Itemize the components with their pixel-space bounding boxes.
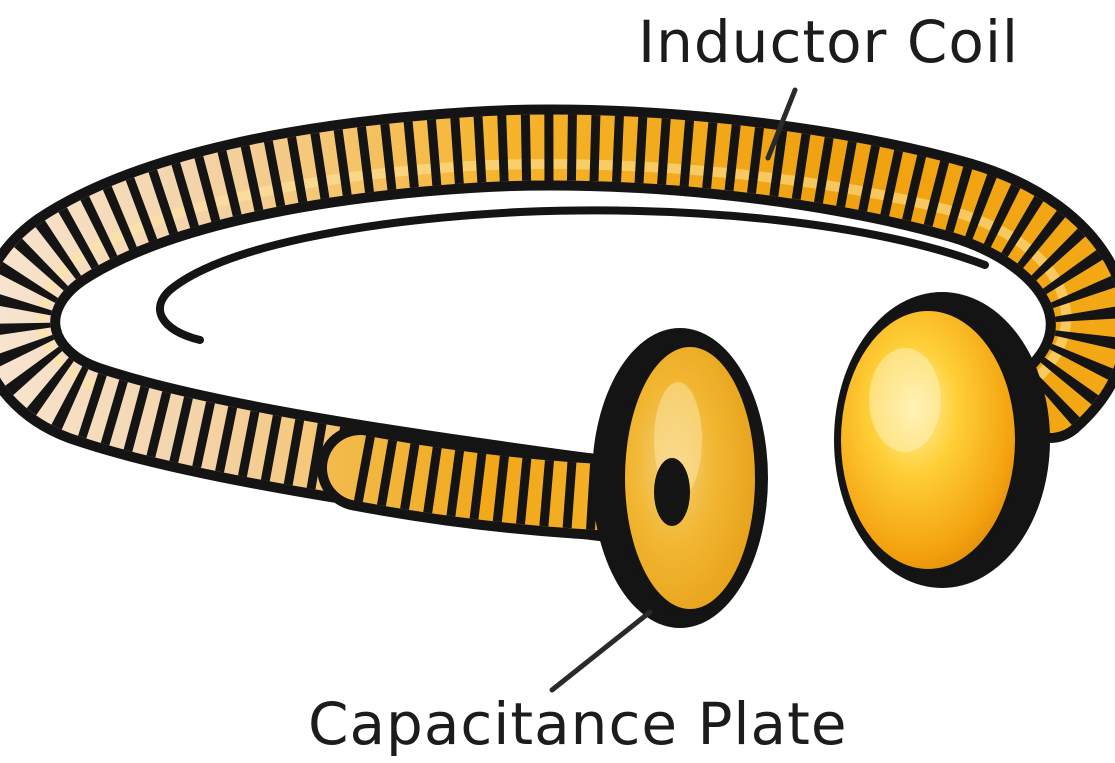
inductor-coil-label: Inductor Coil	[638, 8, 1019, 76]
capacitance-plate-back	[834, 292, 1050, 588]
coil-inner-edge	[160, 210, 985, 340]
capacitance-plate-label: Capacitance Plate	[308, 690, 848, 758]
capacitance-plate-leader-line	[552, 612, 650, 690]
capacitance-plate-front	[592, 328, 768, 628]
